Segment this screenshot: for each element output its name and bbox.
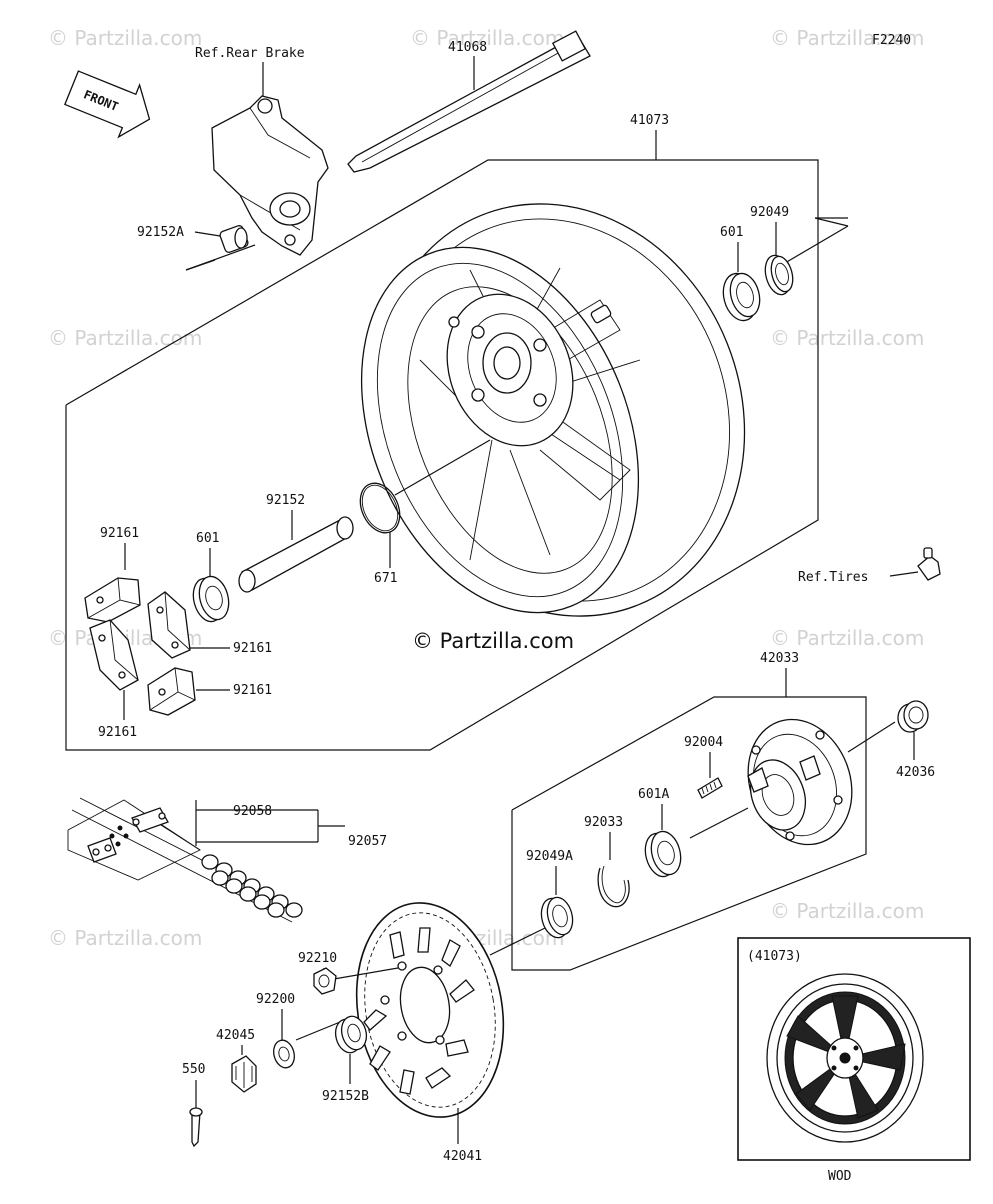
label-42041: 42041: [443, 1149, 482, 1164]
ref-rear-brake-label: Ref.Rear Brake: [195, 46, 305, 61]
label-92152B: 92152B: [322, 1089, 369, 1104]
valve-stem: [917, 547, 941, 581]
label-671: 671: [374, 571, 397, 586]
bearing-601-left: [192, 575, 230, 623]
damper-92161-d: [147, 667, 196, 716]
watermark: © Partzilla.com: [48, 326, 202, 350]
front-arrow: FRONT: [64, 70, 151, 139]
castle-nut-42045: [231, 1055, 257, 1093]
label-41068: 41068: [448, 40, 487, 55]
label-92161-c: 92161: [233, 683, 272, 698]
label-92033: 92033: [584, 815, 623, 830]
label-92161-b: 92161: [233, 641, 272, 656]
bearing-601A: [644, 830, 682, 878]
label-92004: 92004: [684, 735, 723, 750]
label-601A: 601A: [638, 787, 669, 802]
o-ring-671: [359, 482, 401, 534]
bearing-601-top: [722, 272, 761, 322]
nut-92210: [313, 967, 337, 995]
label-42033: 42033: [760, 651, 799, 666]
watermark: © Partzilla.com: [770, 899, 924, 923]
wheel-assembly-frame: [65, 159, 819, 751]
damper-92161-b: [147, 591, 191, 659]
watermark: © Partzilla.com: [410, 26, 564, 50]
label-42036: 42036: [896, 765, 935, 780]
label-92057: 92057: [348, 834, 387, 849]
ref-tires-label: Ref.Tires: [798, 570, 868, 585]
label-550: 550: [182, 1062, 205, 1077]
label-92161-d: 92161: [98, 725, 137, 740]
watermark: © Partzilla.com: [770, 326, 924, 350]
label-601-left: 601: [196, 531, 219, 546]
inset-footer: WOD: [828, 1169, 852, 1184]
coupling-assembly-frame: [511, 696, 867, 971]
master-link-92058: [87, 807, 169, 863]
sprocket-42041: [355, 902, 505, 1118]
seal-92049A: [540, 896, 574, 939]
center-watermark: © Partzilla.com: [412, 629, 574, 653]
inset-wheel: [766, 973, 924, 1143]
circlip-92033: [597, 865, 630, 908]
label-41073: 41073: [630, 113, 669, 128]
inset-caption: (41073): [747, 949, 802, 964]
label-92152: 92152: [266, 493, 305, 508]
inset-box: (41073) WOD: [737, 937, 971, 1184]
collar-92152A: [219, 225, 249, 253]
collar-92152B: [334, 1015, 368, 1054]
cotter-pin-550: [189, 1107, 203, 1148]
damper-92161-c: [89, 619, 139, 691]
collar-92152: [238, 516, 354, 593]
watermark: © Partzilla.com: [48, 26, 202, 50]
washer-92200: [273, 1039, 295, 1069]
label-92161-a: 92161: [100, 526, 139, 541]
label-42045: 42045: [216, 1028, 255, 1043]
coupling-42033: [747, 718, 853, 846]
label-92152A: 92152A: [137, 225, 184, 240]
watermark: © Partzilla.com: [770, 626, 924, 650]
collar-42036: [897, 700, 929, 733]
label-92200: 92200: [256, 992, 295, 1007]
watermark: © Partzilla.com: [48, 926, 202, 950]
damper-92161-a: [84, 577, 141, 623]
watermark: © Partzilla.com: [770, 26, 924, 50]
label-92058: 92058: [233, 804, 272, 819]
stud-92004: [697, 777, 723, 799]
label-92210: 92210: [298, 951, 337, 966]
rear-brake-bracket: [211, 95, 329, 256]
rear-wheel-41073: [360, 203, 746, 617]
label-92049A: 92049A: [526, 849, 573, 864]
seal-92049: [764, 254, 794, 296]
label-92049: 92049: [750, 205, 789, 220]
label-601-top: 601: [720, 225, 743, 240]
figure-code: F2240: [872, 33, 911, 48]
axle-41068: [347, 30, 591, 173]
